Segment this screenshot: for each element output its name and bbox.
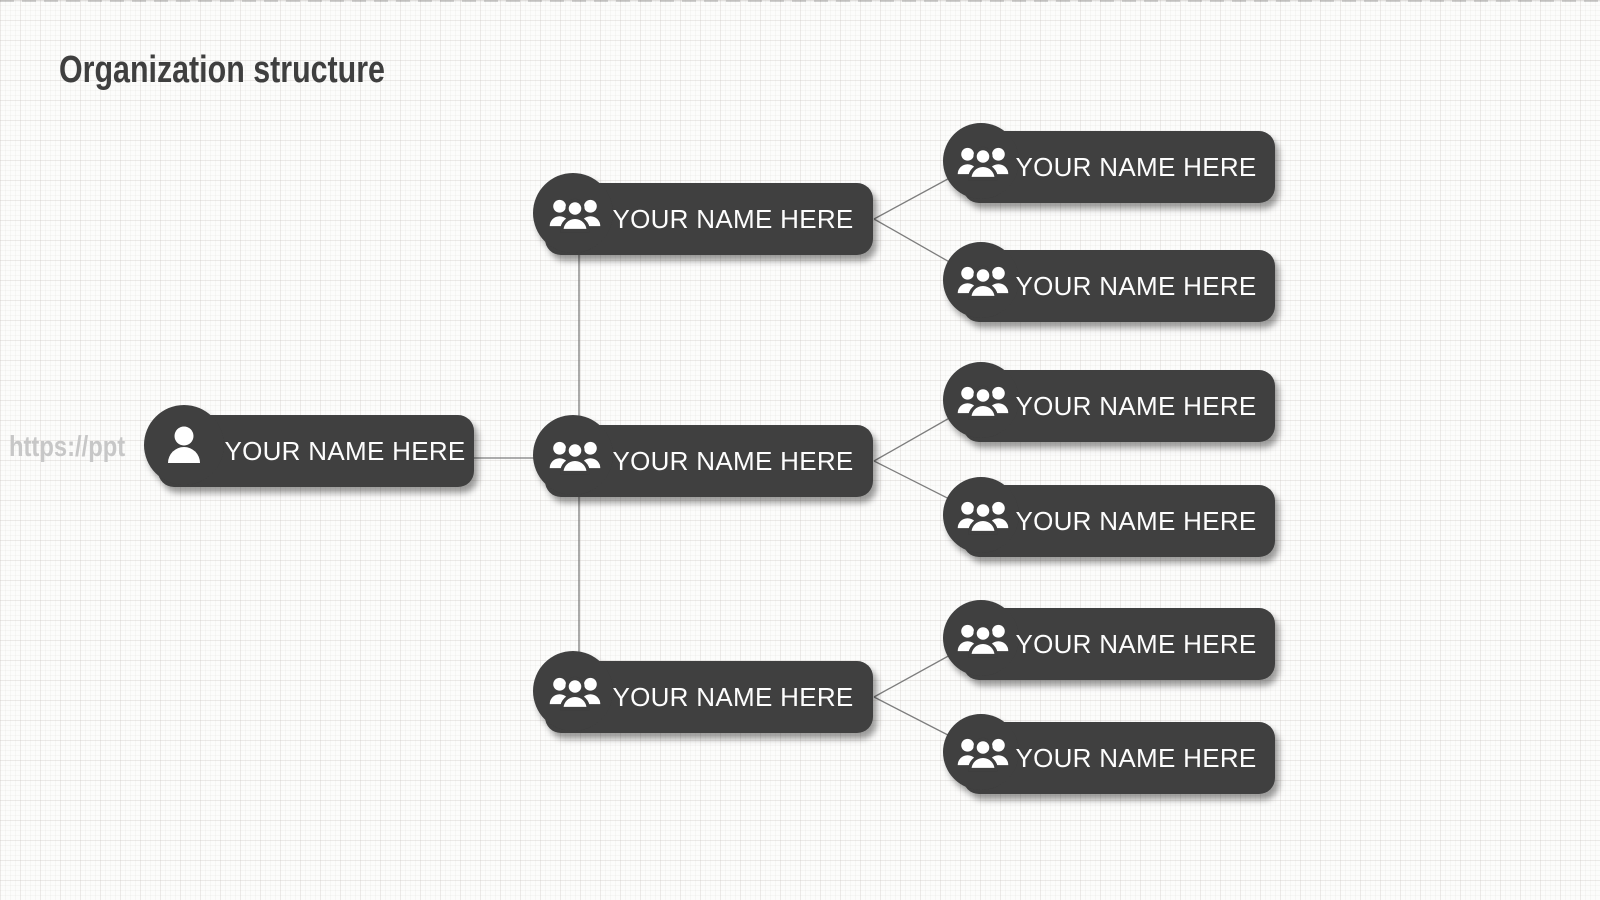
node-pill [963,131,1275,203]
node-pill [963,722,1275,794]
org-node-manager-1[interactable]: YOUR NAME HERE [533,173,873,255]
node-pill [963,485,1275,557]
node-label: YOUR NAME HERE [612,682,853,712]
node-pill [963,370,1275,442]
org-node-leaf-6[interactable]: YOUR NAME HERE [943,714,1275,794]
node-pill [545,661,873,733]
node-label: YOUR NAME HERE [1015,152,1256,182]
node-label: YOUR NAME HERE [612,446,853,476]
watermark: https://ppt [9,430,125,463]
connector-lines [474,160,982,753]
org-node-root[interactable]: YOUR NAME HERE [144,405,474,487]
node-label: YOUR NAME HERE [612,204,853,234]
node-label: YOUR NAME HERE [1015,506,1256,536]
node-label: YOUR NAME HERE [224,436,465,466]
page-title: Organization structure [59,49,385,91]
node-pill [158,415,474,487]
node-pill [545,425,873,497]
node-pill [963,250,1275,322]
org-node-manager-2[interactable]: YOUR NAME HERE [533,415,873,497]
node-label: YOUR NAME HERE [1015,743,1256,773]
org-node-manager-3[interactable]: YOUR NAME HERE [533,651,873,733]
org-node-leaf-1[interactable]: YOUR NAME HERE [943,123,1275,203]
org-node-leaf-4[interactable]: YOUR NAME HERE [943,477,1275,557]
org-node-leaf-5[interactable]: YOUR NAME HERE [943,600,1275,680]
node-label: YOUR NAME HERE [1015,271,1256,301]
node-label: YOUR NAME HERE [1015,391,1256,421]
node-pill [545,183,873,255]
node-label: YOUR NAME HERE [1015,629,1256,659]
org-node-leaf-2[interactable]: YOUR NAME HERE [943,242,1275,322]
org-node-leaf-3[interactable]: YOUR NAME HERE [943,362,1275,442]
node-pill [963,608,1275,680]
